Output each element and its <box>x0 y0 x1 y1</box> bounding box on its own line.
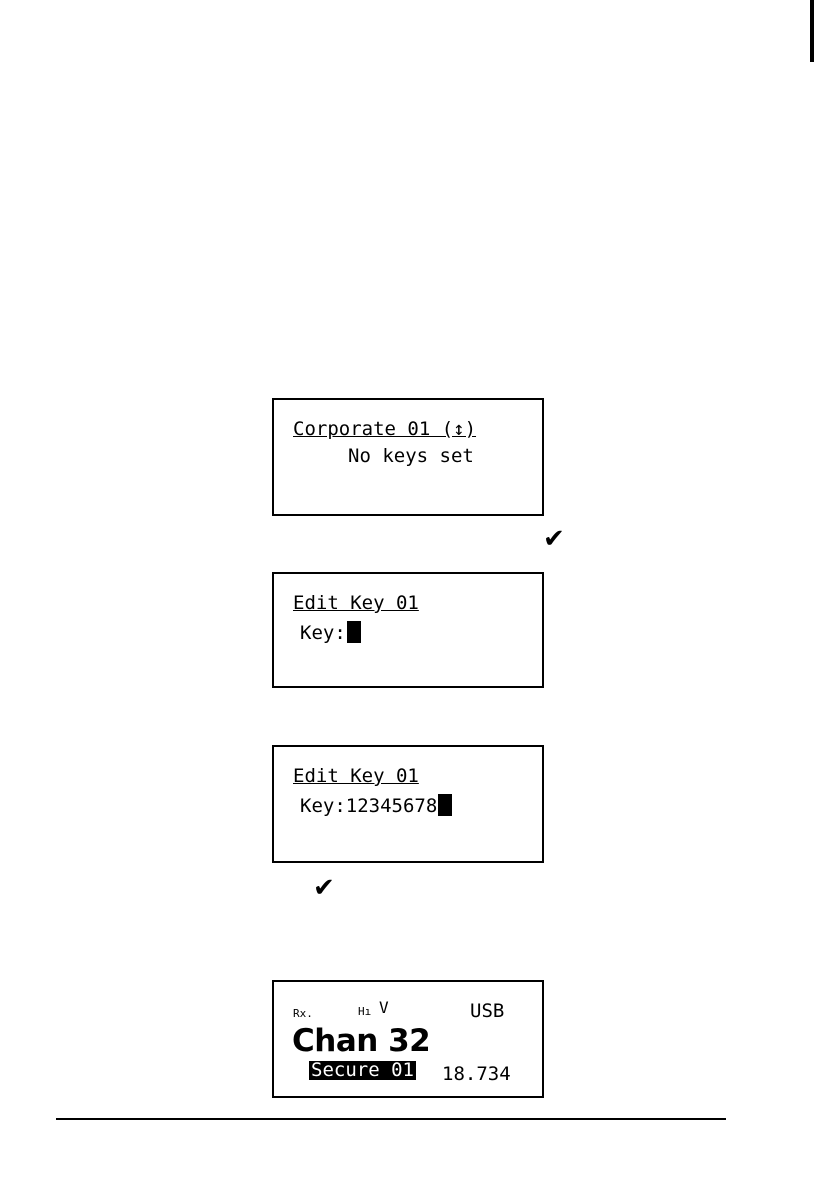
lcd-edit-key-filled-screen: Edit Key 01 Key:12345678 <box>272 745 544 863</box>
channel-label: Chan 32 <box>292 1026 430 1057</box>
key-label: Key: <box>300 622 346 644</box>
footer-rule <box>56 1118 726 1120</box>
key-field[interactable]: Key: <box>300 621 361 643</box>
block-cursor-icon <box>438 794 452 816</box>
lcd-corporate-screen: Corporate 01 (↕) No keys set <box>272 398 544 516</box>
status-message: No keys set <box>348 447 474 466</box>
frequency-readout: 18.734 <box>442 1065 511 1084</box>
checkmark-icon: ✔ <box>543 526 565 552</box>
power-level-indicator: Hı <box>358 1006 371 1017</box>
block-cursor-icon <box>347 621 361 643</box>
page-corner-mark <box>810 0 814 62</box>
mode-label: USB <box>470 1002 504 1021</box>
key-label: Key: <box>300 795 346 817</box>
secure-badge: Secure 01 <box>309 1061 416 1080</box>
rx-indicator: Rx. <box>293 1008 313 1019</box>
key-field[interactable]: Key:12345678 <box>300 794 452 816</box>
lcd-edit-key-empty-screen: Edit Key 01 Key: <box>272 572 544 688</box>
screen-title: Corporate 01 (↕) <box>293 420 476 439</box>
checkmark-icon: ✔ <box>313 875 335 901</box>
voice-indicator: V <box>379 1000 389 1016</box>
screen-title: Edit Key 01 <box>293 767 419 786</box>
key-value: 12345678 <box>346 795 438 817</box>
lcd-channel-screen: Rx. Hı V USB Chan 32 Secure 01 18.734 <box>272 980 544 1098</box>
screen-title: Edit Key 01 <box>293 594 419 613</box>
